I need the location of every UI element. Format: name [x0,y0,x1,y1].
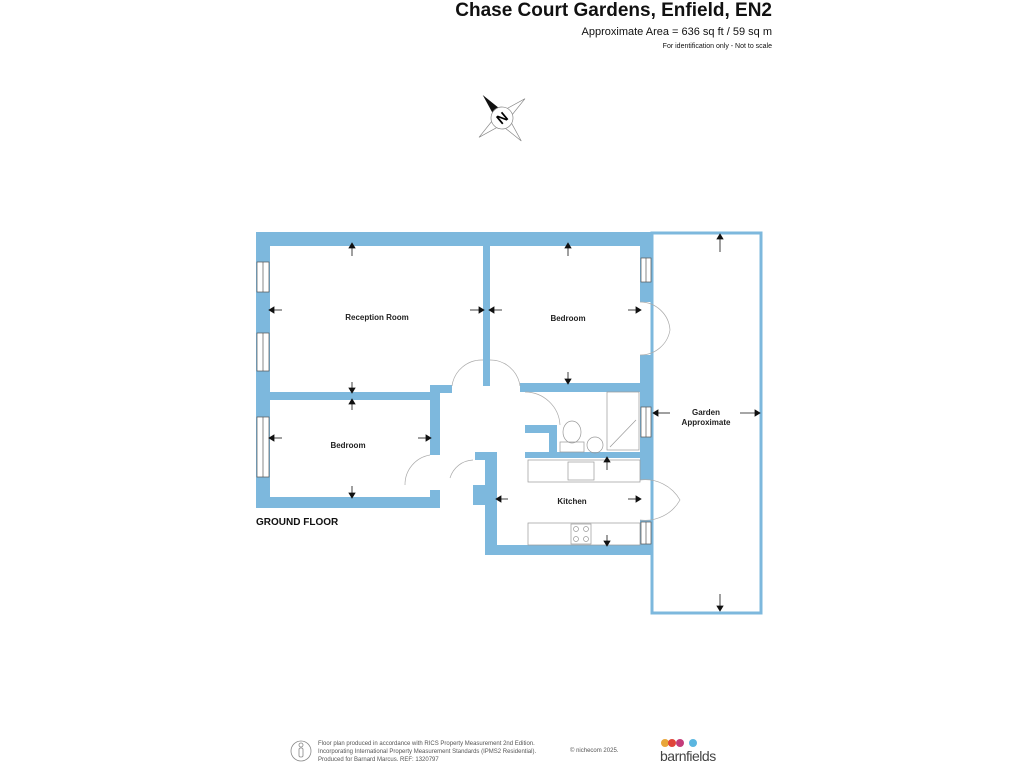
room-label-garden: Garden [692,408,720,417]
room-label-kitchen: Kitchen [557,497,586,506]
footer-line-3: Produced for Barnard Marcus. REF: 132079… [318,757,439,763]
person-icon [290,740,312,762]
footer-disclaimer: Floor plan produced in accordance with R… [318,740,536,764]
property-title: Chase Court Gardens, Enfield, EN2 [455,0,772,21]
doors [404,301,681,521]
brand-logo-dots [661,739,697,747]
footer-line-1: Floor plan produced in accordance with R… [318,741,535,747]
approximate-area: Approximate Area = 636 sq ft / 59 sq m [581,26,772,38]
dimension-arrows [268,233,761,612]
floor-label: GROUND FLOOR [256,517,339,528]
brand-logo: barnfields [660,748,716,764]
walls [256,232,652,555]
room-label-reception: Reception Room [345,313,409,322]
room-label-bedroom-2: Bedroom [330,441,365,450]
room-label-garden-approx: Approximate [682,418,731,427]
fixtures [527,391,641,546]
footer-line-2: Incorporating International Property Mea… [318,749,537,755]
room-label-bedroom-1: Bedroom [550,314,585,323]
copyright: © nichecom 2025. [570,748,619,754]
compass-icon: N [478,95,526,142]
windows [256,257,652,545]
scale-note: For identification only - Not to scale [662,43,772,50]
